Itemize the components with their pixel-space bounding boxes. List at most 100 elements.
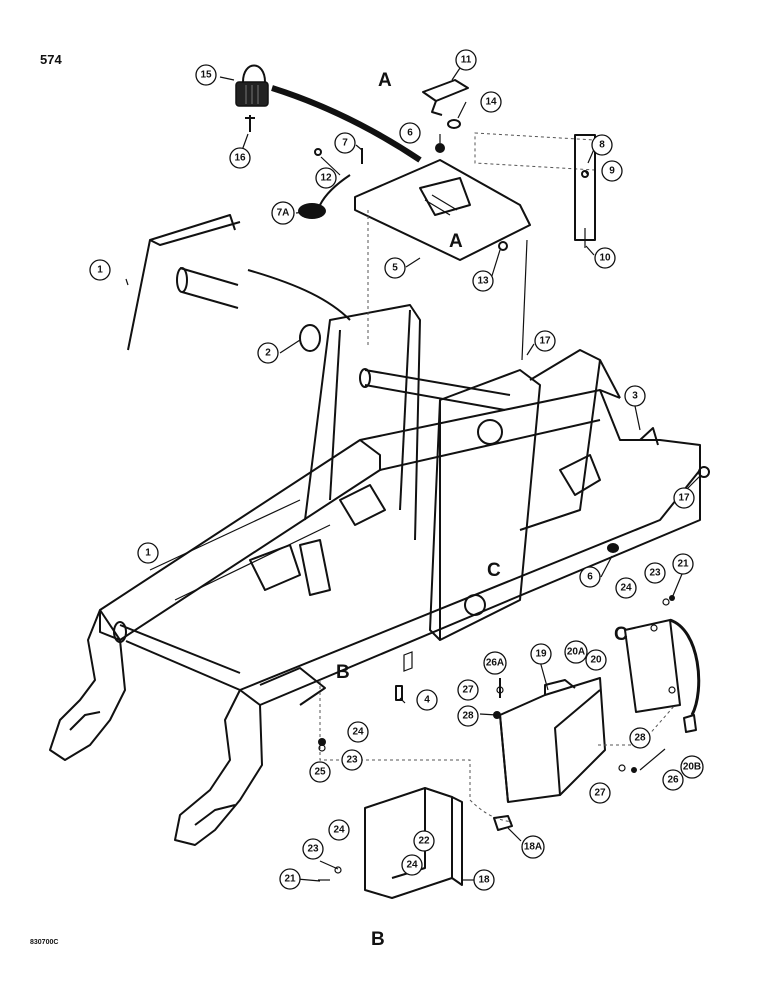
callout-22: 22 — [413, 830, 435, 852]
svg-text:1: 1 — [145, 548, 151, 559]
svg-text:15: 15 — [200, 70, 212, 81]
upper-frame-inset — [127, 214, 351, 351]
svg-text:23: 23 — [346, 755, 358, 766]
svg-text:4: 4 — [424, 695, 430, 706]
callout-11: 11 — [455, 49, 477, 71]
cover-cap — [422, 79, 469, 129]
svg-text:26: 26 — [667, 775, 679, 786]
part-callouts: 1 1 2 3 4 5 6 6 7 7A 8 9 10 11 12 13 14 … — [89, 49, 704, 891]
view-letter-b-shield: B — [371, 929, 385, 950]
svg-text:17: 17 — [539, 336, 551, 347]
svg-text:3: 3 — [632, 391, 638, 402]
svg-text:18: 18 — [478, 875, 490, 886]
svg-text:9: 9 — [609, 166, 615, 177]
svg-text:24: 24 — [333, 825, 345, 836]
callout-12: 12 — [315, 167, 337, 189]
shield-c — [499, 677, 606, 803]
svg-text:5: 5 — [392, 263, 398, 274]
svg-text:21: 21 — [677, 559, 689, 570]
svg-text:14: 14 — [485, 97, 497, 108]
callout-24-right: 24 — [615, 577, 637, 599]
svg-text:20A: 20A — [567, 647, 585, 658]
padlock — [235, 64, 422, 163]
svg-text:19: 19 — [535, 649, 547, 660]
callout-6-frame: 6 — [579, 566, 601, 588]
svg-text:21: 21 — [284, 874, 296, 885]
callout-1-upper: 1 — [89, 259, 111, 281]
callout-3: 3 — [624, 385, 646, 407]
svg-text:2: 2 — [265, 348, 271, 359]
svg-text:6: 6 — [407, 128, 413, 139]
view-letters: A A B B C C — [336, 70, 628, 950]
callout-17-side: 17 — [673, 487, 695, 509]
svg-text:17: 17 — [678, 493, 690, 504]
svg-text:26A: 26A — [486, 658, 504, 669]
callout-26a: 26A — [483, 651, 507, 675]
callout-13: 13 — [472, 270, 494, 292]
leader-lines — [125, 61, 701, 882]
svg-text:8: 8 — [599, 140, 605, 151]
callout-2: 2 — [257, 342, 279, 364]
view-letter-a-plate: A — [449, 231, 463, 252]
figure-code: 830700C — [30, 939, 58, 946]
callout-21-right: 21 — [672, 553, 694, 575]
svg-text:20B: 20B — [683, 762, 701, 773]
view-letter-a-top: A — [378, 70, 392, 91]
svg-text:25: 25 — [314, 767, 326, 778]
callout-27-right: 27 — [589, 782, 611, 804]
callout-23-left: 23 — [302, 838, 324, 860]
callout-9: 9 — [601, 160, 623, 182]
svg-text:7A: 7A — [277, 208, 290, 219]
svg-text:22: 22 — [418, 836, 430, 847]
callout-23-mid: 23 — [341, 749, 363, 771]
svg-text:27: 27 — [594, 788, 606, 799]
callout-16: 16 — [229, 147, 251, 169]
svg-text:20: 20 — [590, 655, 602, 666]
callout-21-left: 21 — [279, 868, 301, 890]
page-number: 574 — [40, 52, 62, 67]
cover-plate — [354, 159, 531, 261]
view-letter-c-panel: C — [614, 624, 628, 645]
callout-23-right: 23 — [644, 562, 666, 584]
svg-text:28: 28 — [462, 711, 474, 722]
hardware-stack — [318, 595, 675, 773]
callout-24-shield-top: 24 — [328, 819, 350, 841]
callout-15: 15 — [195, 64, 217, 86]
svg-text:12: 12 — [320, 173, 332, 184]
callout-5: 5 — [384, 257, 406, 279]
svg-text:24: 24 — [352, 727, 364, 738]
callout-20b: 20B — [680, 755, 704, 779]
svg-text:16: 16 — [234, 153, 246, 164]
svg-text:1: 1 — [97, 265, 103, 276]
callout-18a: 18A — [521, 835, 545, 859]
svg-text:23: 23 — [307, 844, 319, 855]
callout-20: 20 — [585, 649, 607, 671]
callout-14: 14 — [480, 91, 502, 113]
callout-18: 18 — [473, 869, 495, 891]
svg-text:11: 11 — [461, 55, 472, 66]
callout-24-mid: 24 — [347, 721, 369, 743]
svg-text:6: 6 — [587, 572, 593, 583]
callout-17-top: 17 — [534, 330, 556, 352]
callout-19: 19 — [530, 643, 552, 665]
callout-4: 4 — [416, 689, 438, 711]
callout-27-center: 27 — [457, 679, 479, 701]
view-letter-c-frame: C — [487, 560, 501, 581]
svg-text:24: 24 — [620, 583, 632, 594]
loader-main-frame — [49, 304, 701, 846]
callout-7a: 7A — [271, 201, 295, 225]
svg-text:7: 7 — [342, 138, 348, 149]
callout-26: 26 — [662, 769, 684, 791]
callout-8: 8 — [591, 134, 613, 156]
svg-text:13: 13 — [477, 276, 489, 287]
callout-28-center: 28 — [457, 705, 479, 727]
svg-text:18A: 18A — [524, 842, 542, 853]
callout-7: 7 — [334, 132, 356, 154]
svg-text:23: 23 — [649, 568, 661, 579]
callout-6-top: 6 — [399, 122, 421, 144]
callout-20a: 20A — [564, 640, 588, 664]
shield-b — [318, 680, 513, 899]
callout-28-right: 28 — [629, 727, 651, 749]
svg-text:10: 10 — [599, 253, 611, 264]
